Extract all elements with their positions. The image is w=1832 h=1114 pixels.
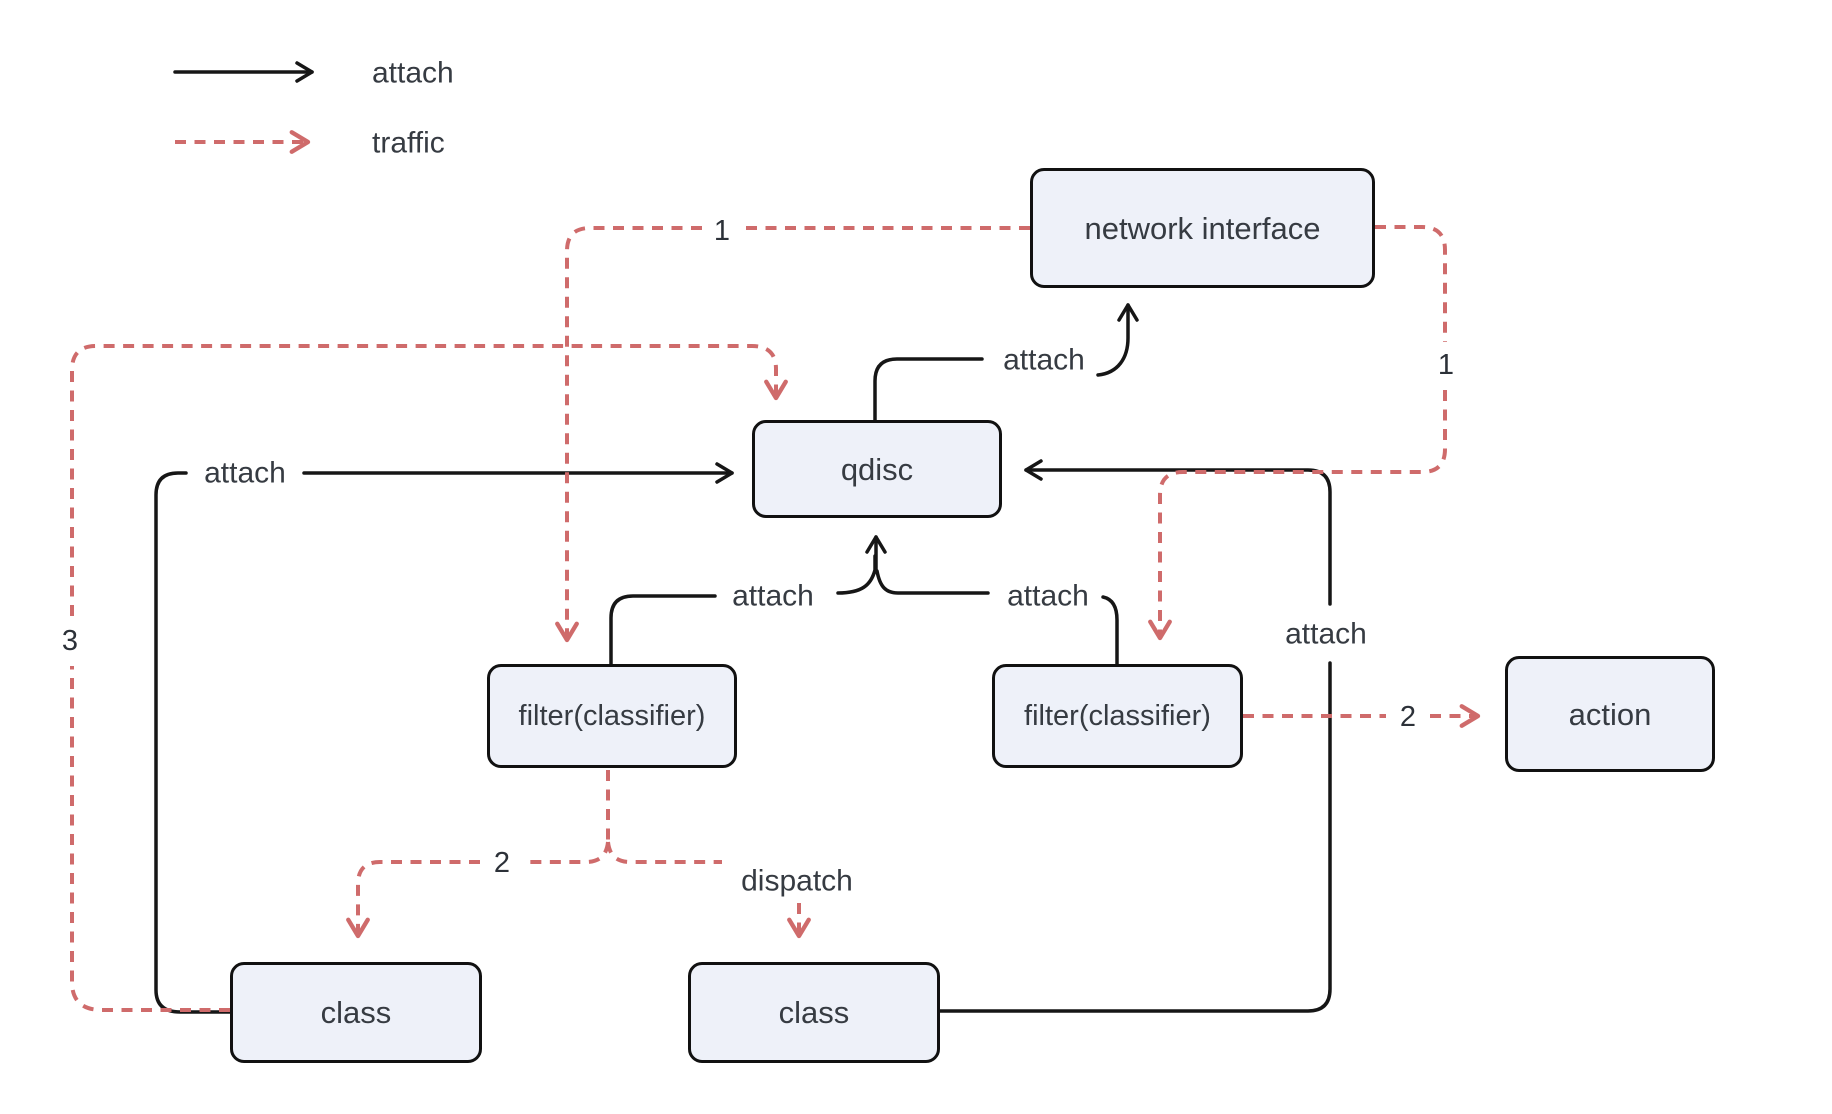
edge-traffic-1-left-b [555, 226, 702, 643]
edge-attach-qdisc-to-interface-b [1096, 303, 1139, 377]
node-action-label: action [1568, 696, 1652, 732]
edge-attach-filterleft-to-qdisc-a [609, 594, 717, 666]
edge-traffic-3-b [70, 344, 788, 616]
edge-label-traffic-1-left: 1 [714, 215, 730, 247]
edge-label-attach-filter-left: attach [732, 580, 814, 613]
node-filter-right-label: filter(classifier) [1024, 699, 1211, 732]
node-class-left-label: class [320, 995, 392, 1030]
edge-attach-classcenter-to-qdisc-b [1024, 459, 1332, 606]
edge-attach-classcenter-to-qdisc-a [938, 661, 1332, 1013]
edge-attach-filterright-to-qdisc-a [1101, 595, 1119, 666]
node-filter-left: filter(classifier) [487, 664, 737, 768]
node-class-left: class [230, 962, 482, 1063]
edge-label-attach-interface: attach [1003, 344, 1085, 377]
legend-traffic-label: traffic [372, 127, 445, 160]
node-qdisc-label: qdisc [840, 451, 914, 487]
edge-traffic-3-a [70, 666, 230, 1012]
edge-attach-filterright-to-qdisc-b [875, 569, 990, 595]
edge-label-traffic-2-action: 2 [1400, 701, 1416, 733]
edge-attach-filterleft-to-qdisc-b [836, 554, 877, 595]
edge-label-attach-left: attach [204, 457, 286, 490]
edge-traffic-1-right-b [1148, 390, 1447, 641]
edge-label-traffic-1-right: 1 [1438, 349, 1454, 381]
node-class-center: class [688, 962, 940, 1063]
edge-label-traffic-2-class: 2 [494, 847, 510, 879]
edge-label-dispatch: dispatch [741, 865, 853, 898]
node-network-interface-label: network interface [1084, 210, 1321, 246]
edge-label-attach-filter-right: attach [1007, 580, 1089, 613]
edge-traffic-dispatch-a [606, 841, 722, 864]
edge-attach-classleft-to-qdisc-a [154, 471, 232, 1014]
edge-traffic-1-right-a [1375, 225, 1447, 342]
node-network-interface: network interface [1030, 168, 1375, 288]
edge-traffic-2-class-b [346, 860, 480, 939]
edge-traffic-2-class-a [524, 841, 610, 864]
node-filter-right: filter(classifier) [992, 664, 1243, 768]
node-action: action [1505, 656, 1715, 772]
node-qdisc: qdisc [752, 420, 1002, 518]
legend-attach-label: attach [372, 57, 454, 90]
node-class-center-label: class [778, 995, 850, 1030]
node-filter-left-label: filter(classifier) [518, 699, 706, 732]
edge-label-attach-class-center: attach [1285, 618, 1367, 651]
edge-attach-qdisc-to-interface-a [873, 357, 984, 422]
edge-label-traffic-3: 3 [62, 625, 78, 657]
